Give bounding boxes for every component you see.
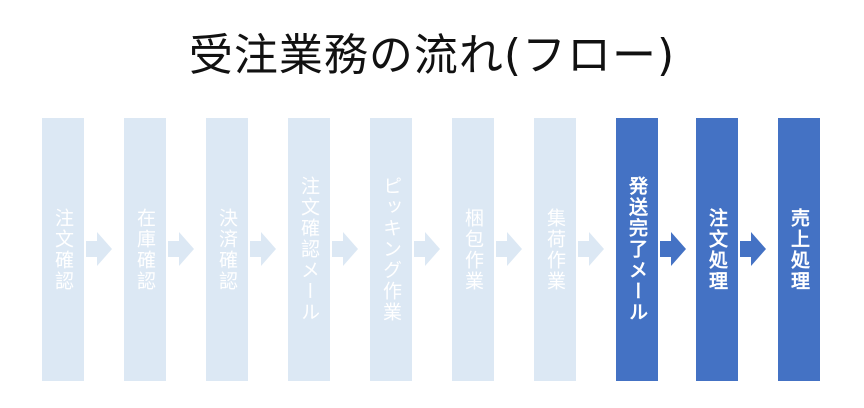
arrow-right-icon xyxy=(168,232,194,266)
step-label: 注文処理 xyxy=(706,207,728,292)
step-label: 在庫確認 xyxy=(134,207,156,292)
step-label: 発送完了メール xyxy=(626,176,648,323)
step-9-order-processing: 注文処理 xyxy=(696,118,738,381)
arrow-right-icon xyxy=(332,232,358,266)
step-label: 注文確認メール xyxy=(298,176,320,323)
arrow-right-icon xyxy=(496,232,522,266)
arrow-right-icon xyxy=(250,232,276,266)
step-1-order-confirmation: 注文確認 xyxy=(42,118,84,381)
page-title: 受注業務の流れ(フロー) xyxy=(188,30,676,81)
step-6-packing: 梱包作業 xyxy=(452,118,494,381)
step-label: 注文確認 xyxy=(52,207,74,292)
step-label: ピッキング作業 xyxy=(380,176,402,323)
arrow-right-icon xyxy=(740,232,766,266)
arrow-right-icon xyxy=(414,232,440,266)
arrow-right-icon xyxy=(86,232,112,266)
step-5-picking: ピッキング作業 xyxy=(370,118,412,381)
step-2-stock-check: 在庫確認 xyxy=(124,118,166,381)
arrow-right-icon xyxy=(578,232,604,266)
step-label: 梱包作業 xyxy=(462,207,484,292)
step-8-shipping-complete-mail: 発送完了メール xyxy=(616,118,658,381)
step-label: 集荷作業 xyxy=(544,207,566,292)
step-label: 決済確認 xyxy=(216,207,238,292)
step-7-pickup: 集荷作業 xyxy=(534,118,576,381)
step-3-payment-check: 決済確認 xyxy=(206,118,248,381)
step-label: 売上処理 xyxy=(788,207,810,292)
step-4-order-confirmation-mail: 注文確認メール xyxy=(288,118,330,381)
step-10-sales-processing: 売上処理 xyxy=(778,118,820,381)
arrow-right-icon xyxy=(660,232,686,266)
